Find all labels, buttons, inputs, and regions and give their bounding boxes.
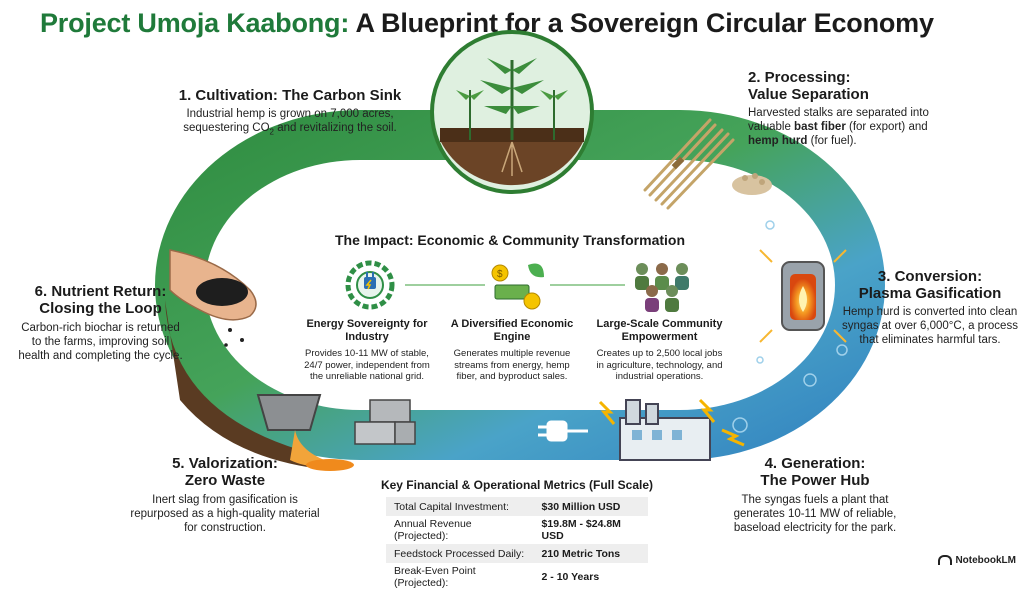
gear-plug-icon xyxy=(345,260,395,310)
step-2-body: Harvested stalks are separated into valu… xyxy=(748,107,929,147)
step-3-body: Hemp hurd is converted into clean syngas… xyxy=(842,306,1018,346)
step-cultivation: 1. Cultivation: The Carbon Sink Industri… xyxy=(165,87,415,139)
step-6-body: Carbon-rich biochar is returned to the f… xyxy=(18,322,183,362)
metric-label: Break-Even Point (Projected): xyxy=(394,565,476,589)
step-generation: 4. Generation:The Power Hub The syngas f… xyxy=(715,455,915,535)
table-row: Break-Even Point (Projected): 2 - 10 Year… xyxy=(386,563,648,591)
impact-col-3-title: Large-Scale Community Empowerment xyxy=(596,318,723,343)
step-processing: 2. Processing:Value Separation Harvested… xyxy=(748,69,938,148)
hemp-plant-illustration xyxy=(430,30,594,194)
impact-column-energy: Energy Sovereignty for Industry Provides… xyxy=(302,318,432,383)
plug-illustration xyxy=(538,420,588,442)
hurd-pile-illustration xyxy=(732,173,772,195)
step-1-body: Industrial hemp is grown on 7,000 acres,… xyxy=(183,108,397,137)
table-row: Total Capital Investment: $30 Million USD xyxy=(386,497,648,516)
impact-section: The Impact: Economic & Community Transfo… xyxy=(300,232,720,248)
impact-title: The Impact: Economic & Community Transfo… xyxy=(334,232,686,248)
impact-column-economic: A Diversified Economic Engine Generates … xyxy=(447,318,577,383)
title-rest: A Blueprint for a Sovereign Circular Eco… xyxy=(349,8,934,38)
hand-biochar-illustration xyxy=(169,249,257,347)
step-valorization: 5. Valorization:Zero Waste Inert slag fr… xyxy=(130,455,320,535)
people-group-icon xyxy=(635,263,689,312)
impact-column-community: Large-Scale Community Empowerment Create… xyxy=(592,318,727,383)
step-nutrient-return: 6. Nutrient Return:Closing the Loop Carb… xyxy=(18,283,183,363)
step-conversion: 3. Conversion:Plasma Gasification Hemp h… xyxy=(840,268,1020,347)
impact-col-2-title: A Diversified Economic Engine xyxy=(450,318,574,343)
step-5-body: Inert slag from gasification is repurpos… xyxy=(130,494,320,534)
metrics-title: Key Financial & Operational Metrics (Ful… xyxy=(380,478,654,492)
impact-icons: $ xyxy=(345,260,689,312)
impact-col-1-title: Energy Sovereignty for Industry xyxy=(306,318,428,343)
metric-value: 2 - 10 Years xyxy=(541,571,600,583)
metric-label: Feedstock Processed Daily: xyxy=(394,547,525,560)
table-row: Annual Revenue (Projected): $19.8M - $24.… xyxy=(386,516,648,544)
plasma-reactor-illustration xyxy=(759,249,847,343)
metric-value: $19.8M - $24.8M USD xyxy=(541,518,621,542)
table-row: Feedstock Processed Daily: 210 Metric Ton… xyxy=(386,544,648,563)
step-2-title: 2. Processing:Value Separation xyxy=(748,69,869,103)
power-plant-illustration xyxy=(598,398,745,461)
title-highlight: Project Umoja Kaabong: xyxy=(40,8,350,38)
page-title: Project Umoja Kaabong: A Blueprint for a… xyxy=(40,8,934,39)
soil-band xyxy=(165,300,330,470)
metrics-section: Key Financial & Operational Metrics (Ful… xyxy=(372,478,662,591)
bubbles-decoration xyxy=(732,220,848,433)
slag-bricks-illustration xyxy=(256,394,416,471)
step-6-title: 6. Nutrient Return:Closing the Loop xyxy=(34,283,167,317)
brand-watermark: NotebookLM xyxy=(938,555,1016,566)
fiber-bundle-illustration xyxy=(643,118,735,210)
step-4-title: 4. Generation:The Power Hub xyxy=(760,455,870,489)
impact-col-3-body: Creates up to 2,500 local jobs in agricu… xyxy=(596,348,723,382)
step-5-title: 5. Valorization:Zero Waste xyxy=(172,455,278,489)
impact-col-2-body: Generates multiple revenue streams from … xyxy=(453,348,571,382)
impact-col-1-body: Provides 10-11 MW of stable, 24/7 power,… xyxy=(304,348,430,382)
metrics-table: Total Capital Investment: $30 Million USD… xyxy=(386,497,648,591)
money-leaf-icon: $ xyxy=(491,263,544,310)
metric-label: Annual Revenue (Projected): xyxy=(394,518,472,542)
brand-label: NotebookLM xyxy=(955,555,1016,566)
step-3-title: 3. Conversion:Plasma Gasification xyxy=(858,268,1002,302)
metric-value: $30 Million USD xyxy=(541,500,621,513)
metric-value: 210 Metric Tons xyxy=(541,547,621,560)
step-1-title: 1. Cultivation: The Carbon Sink xyxy=(178,87,402,104)
step-4-body: The syngas fuels a plant that generates … xyxy=(733,494,897,534)
metric-label: Total Capital Investment: xyxy=(394,500,509,513)
brand-logo-icon xyxy=(938,555,953,566)
svg-text:$: $ xyxy=(497,269,503,280)
